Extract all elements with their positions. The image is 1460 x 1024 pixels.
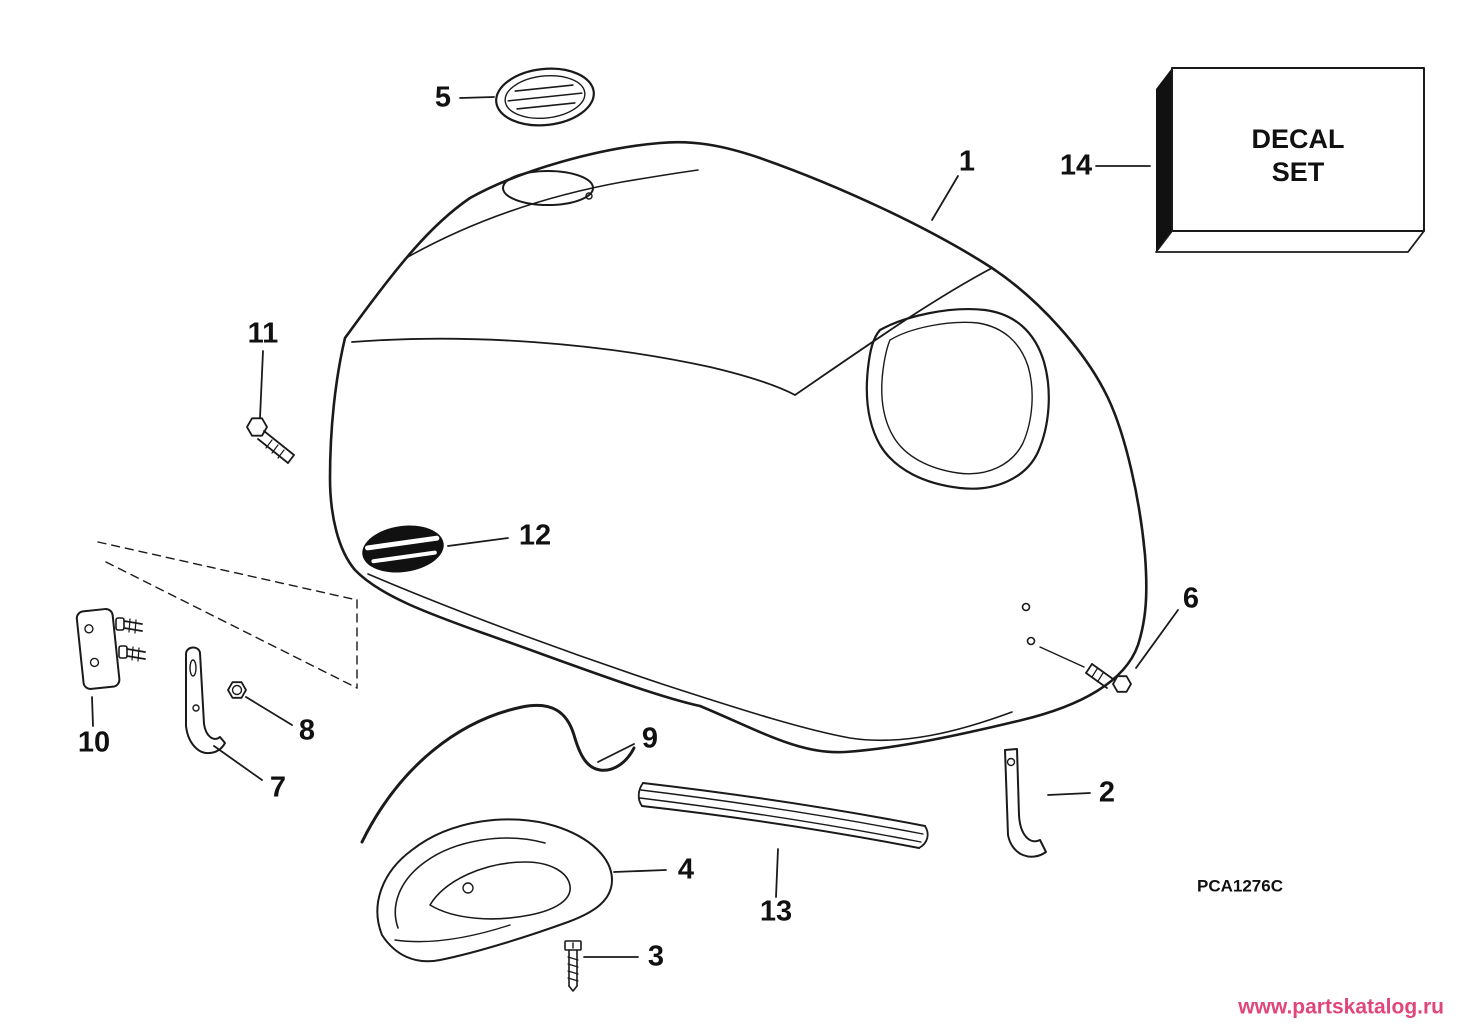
leader-lines [91, 96, 1179, 958]
part-label-14: 14 [1060, 150, 1092, 182]
leader-line-11 [259, 350, 264, 419]
part-label-10: 10 [78, 727, 110, 759]
part-label-6: 6 [1183, 583, 1199, 615]
part-label-7: 7 [270, 772, 286, 804]
latch-hook [1004, 748, 1047, 858]
mounting-dashed-lines [97, 541, 358, 689]
nut [227, 681, 247, 699]
leader-line-6 [1135, 609, 1179, 669]
screw-3 [564, 940, 582, 992]
bolt-11 [246, 417, 295, 464]
bracket-plate [75, 608, 146, 690]
part-label-3: 3 [648, 941, 664, 973]
leader-line-2 [1047, 792, 1091, 796]
bracket-screw-upper [115, 617, 143, 634]
air-silencer [376, 818, 613, 963]
cap-emblem [495, 67, 595, 127]
decal-set-text-line2: SET [1272, 157, 1325, 187]
oval-badge [362, 525, 444, 573]
part-label-9: 9 [642, 723, 658, 755]
engine-cover [328, 140, 1148, 754]
leader-line-12 [447, 537, 509, 547]
watermark-link: www.partskatalog.ru [1237, 996, 1444, 1019]
part-labels: 1 2 3 4 5 6 7 8 9 10 11 12 13 14 [78, 82, 1199, 973]
decal-set-text-line1: DECAL [1252, 124, 1345, 154]
part-label-2: 2 [1099, 777, 1115, 809]
latch-lever [185, 646, 226, 755]
cover-hole-lower [1026, 636, 1036, 646]
part-label-4: 4 [678, 854, 694, 886]
leader-line-10 [91, 696, 94, 727]
drawing-code: PCA1276C [1197, 876, 1283, 895]
leader-line-9 [597, 743, 635, 763]
leader-line-1 [931, 175, 959, 221]
part-label-11: 11 [248, 318, 279, 350]
leader-line-13 [775, 848, 779, 898]
part-label-8: 8 [299, 715, 315, 747]
trim-strip [637, 782, 929, 849]
bolt-6 [1039, 646, 1132, 693]
leader-line-4 [613, 869, 667, 873]
decal-set-box: DECAL SET [1155, 67, 1425, 253]
leader-line-8 [245, 696, 293, 726]
part-label-5: 5 [435, 82, 451, 114]
cap-opening [502, 170, 594, 206]
part-label-1: 1 [959, 146, 975, 178]
leader-line-7 [213, 745, 263, 781]
cover-hole-upper [1021, 602, 1031, 612]
bracket-screw-lower [118, 645, 146, 662]
seal-cord [360, 703, 636, 844]
part-label-12: 12 [519, 520, 551, 552]
leader-line-5 [459, 96, 495, 99]
part-label-13: 13 [760, 896, 792, 928]
